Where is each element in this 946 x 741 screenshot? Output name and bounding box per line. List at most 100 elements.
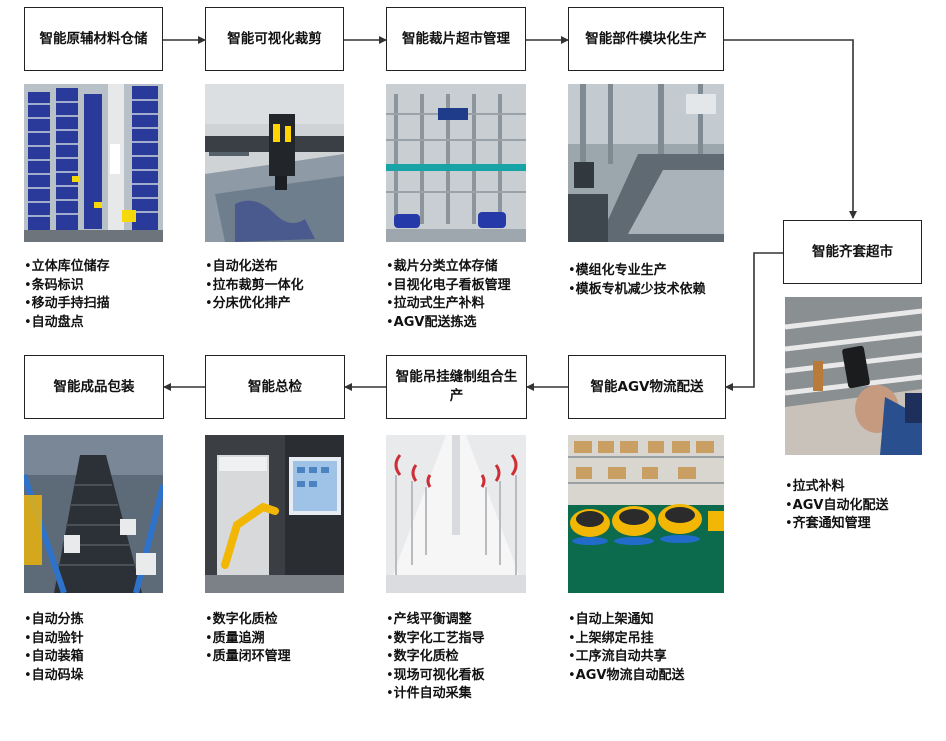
stage-feature-list: •模组化专业生产 •模板专机减少技术依赖 bbox=[568, 262, 706, 299]
feature-text: 自动分拣 bbox=[31, 612, 84, 627]
feature-text: 产线平衡调整 bbox=[393, 612, 472, 627]
list-item: •模板专机减少技术依赖 bbox=[568, 281, 706, 300]
bullet-marker: • bbox=[386, 314, 394, 330]
stage-feature-list: •裁片分类立体存储 •目视化电子看板管理 •拉动式生产补料 •AGV配送拣选 bbox=[386, 258, 511, 332]
bullet-marker: • bbox=[568, 667, 576, 683]
stage-box: 智能总检 bbox=[205, 355, 345, 419]
bullet-marker: • bbox=[24, 314, 32, 330]
bullet-marker: • bbox=[24, 630, 32, 646]
arrow-s4-s5 bbox=[724, 39, 857, 219]
feature-text: 数字化质检 bbox=[212, 612, 278, 627]
list-item: •上架绑定吊挂 bbox=[568, 630, 684, 649]
stage-feature-list: •产线平衡调整 •数字化工艺指导 •数字化质检 •现场可视化看板 •计件自动采集 bbox=[386, 611, 485, 704]
hanging-line-photo bbox=[386, 435, 526, 593]
list-item: •自动盘点 bbox=[24, 314, 110, 333]
stage-label: 智能吊挂缝制组合生产 bbox=[395, 369, 518, 404]
bullet-marker: • bbox=[568, 263, 576, 278]
feature-text: 自动验针 bbox=[31, 630, 84, 646]
stage-label: 智能总检 bbox=[248, 378, 302, 395]
feature-text: 模组化专业生产 bbox=[575, 263, 667, 278]
list-item: •计件自动采集 bbox=[386, 685, 485, 704]
bullet-marker: • bbox=[386, 259, 394, 274]
list-item: •模组化专业生产 bbox=[568, 262, 706, 281]
list-item: •数字化质检 bbox=[205, 611, 291, 630]
feature-text: 自动上架通知 bbox=[575, 612, 654, 627]
list-item: •齐套通知管理 bbox=[785, 515, 888, 534]
bullet-marker: • bbox=[24, 296, 32, 312]
feature-text: 自动装箱 bbox=[31, 649, 84, 665]
list-item: •立体库位储存 bbox=[24, 258, 110, 277]
feature-text: 拉布裁剪一体化 bbox=[212, 277, 304, 293]
list-item: •工序流自动共享 bbox=[568, 648, 684, 667]
list-item: •产线平衡调整 bbox=[386, 611, 485, 630]
feature-text: 裁片分类立体存储 bbox=[393, 259, 498, 274]
list-item: •移动手持扫描 bbox=[24, 295, 110, 314]
stage-feature-list: •拉式补料 •AGV自动化配送 •齐套通知管理 bbox=[785, 478, 888, 534]
feature-text: 分床优化排产 bbox=[212, 296, 291, 312]
stage-box: 智能部件模块化生产 bbox=[568, 7, 724, 71]
bullet-marker: • bbox=[568, 649, 576, 665]
feature-text: 工序流自动共享 bbox=[575, 649, 667, 665]
feature-text: 自动码垛 bbox=[31, 667, 84, 683]
stage-label: 智能原辅材料仓储 bbox=[39, 30, 148, 47]
feature-text: 现场可视化看板 bbox=[393, 667, 485, 683]
bullet-marker: • bbox=[785, 497, 793, 513]
feature-text: 质量追溯 bbox=[212, 630, 265, 646]
feature-text: 齐套通知管理 bbox=[792, 516, 871, 532]
bullet-marker: • bbox=[568, 612, 576, 627]
stage-box: 智能吊挂缝制组合生产 bbox=[386, 355, 527, 419]
stage-feature-list: •立体库位储存 •条码标识 •移动手持扫描 •自动盘点 bbox=[24, 258, 110, 332]
bullet-marker: • bbox=[386, 630, 394, 646]
stage-label: 智能成品包装 bbox=[53, 378, 135, 395]
feature-text: 移动手持扫描 bbox=[31, 296, 110, 312]
feature-text: 数字化工艺指导 bbox=[393, 630, 485, 646]
list-item: •拉布裁剪一体化 bbox=[205, 277, 304, 296]
bullet-marker: • bbox=[568, 281, 576, 297]
feature-text: 拉动式生产补料 bbox=[393, 296, 485, 312]
stage-feature-list: •数字化质检 •质量追溯 •质量闭环管理 bbox=[205, 611, 291, 667]
feature-text: 自动盘点 bbox=[31, 314, 84, 330]
feature-text: AGV配送拣选 bbox=[393, 314, 477, 330]
feature-text: 目视化电子看板管理 bbox=[393, 277, 511, 293]
bullet-marker: • bbox=[205, 612, 213, 627]
stage-box: 智能AGV物流配送 bbox=[568, 355, 726, 419]
list-item: •质量追溯 bbox=[205, 630, 291, 649]
bullet-marker: • bbox=[386, 296, 394, 312]
feature-text: 上架绑定吊挂 bbox=[575, 630, 654, 646]
stage-box: 智能成品包装 bbox=[24, 355, 164, 419]
supermarket-shelf-photo bbox=[386, 84, 526, 242]
arrow-s5-s6 bbox=[725, 252, 783, 391]
bullet-marker: • bbox=[386, 277, 394, 293]
bullet-marker: • bbox=[205, 649, 213, 665]
feature-text: 立体库位储存 bbox=[31, 259, 110, 274]
list-item: •自动验针 bbox=[24, 630, 84, 649]
list-item: •自动码垛 bbox=[24, 667, 84, 686]
bullet-marker: • bbox=[785, 479, 793, 494]
warehouse-rack-photo bbox=[24, 84, 163, 242]
stage-label: 智能裁片超市管理 bbox=[402, 30, 510, 47]
bullet-marker: • bbox=[24, 612, 32, 627]
feature-text: 数字化质检 bbox=[393, 649, 459, 665]
list-item: •现场可视化看板 bbox=[386, 667, 485, 686]
bullet-marker: • bbox=[785, 516, 793, 532]
list-item: •目视化电子看板管理 bbox=[386, 277, 511, 296]
list-item: •自动化送布 bbox=[205, 258, 304, 277]
list-item: •裁片分类立体存储 bbox=[386, 258, 511, 277]
bullet-marker: • bbox=[386, 612, 394, 627]
stage-box: 智能裁片超市管理 bbox=[386, 7, 526, 71]
list-item: •分床优化排产 bbox=[205, 295, 304, 314]
list-item: •自动装箱 bbox=[24, 648, 84, 667]
feature-text: 质量闭环管理 bbox=[212, 649, 291, 665]
list-item: •自动分拣 bbox=[24, 611, 84, 630]
list-item: •AGV自动化配送 bbox=[785, 497, 888, 516]
stage-label: 智能AGV物流配送 bbox=[590, 378, 704, 395]
feature-text: 模板专机减少技术依赖 bbox=[575, 281, 706, 297]
list-item: •AGV物流自动配送 bbox=[568, 667, 684, 686]
stage-box: 智能齐套超市 bbox=[783, 220, 922, 284]
bullet-marker: • bbox=[386, 686, 394, 702]
bullet-marker: • bbox=[205, 630, 213, 646]
stage-feature-list: •自动化送布 •拉布裁剪一体化 •分床优化排产 bbox=[205, 258, 304, 314]
stage-label: 智能齐套超市 bbox=[812, 243, 893, 260]
